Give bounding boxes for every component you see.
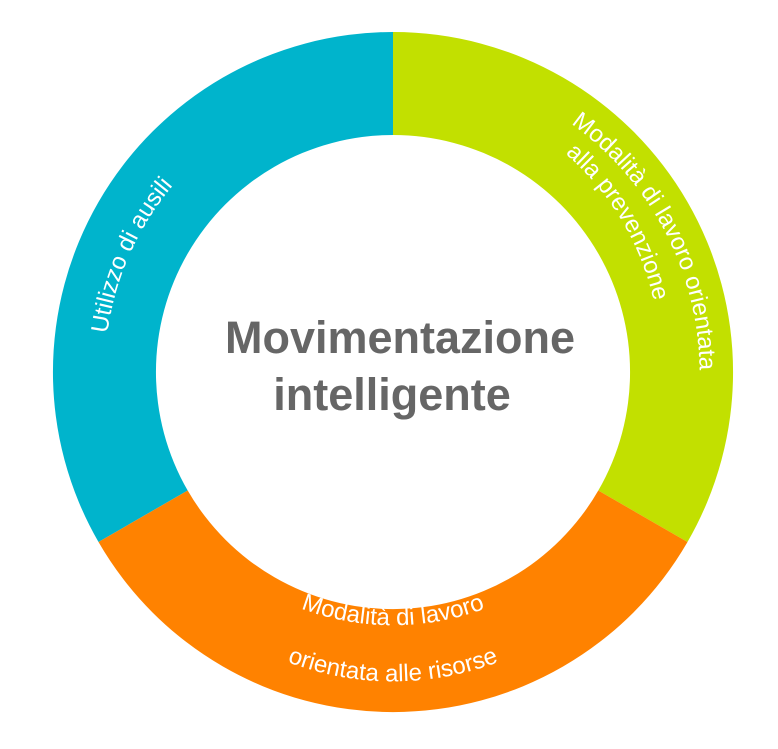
segment-prevenzione (393, 31, 734, 542)
segment-ausili (52, 31, 394, 543)
segment-risorse (98, 490, 688, 713)
center-title-line1: Movimentazione (225, 312, 575, 363)
center-title-line2: intelligente (273, 369, 511, 420)
